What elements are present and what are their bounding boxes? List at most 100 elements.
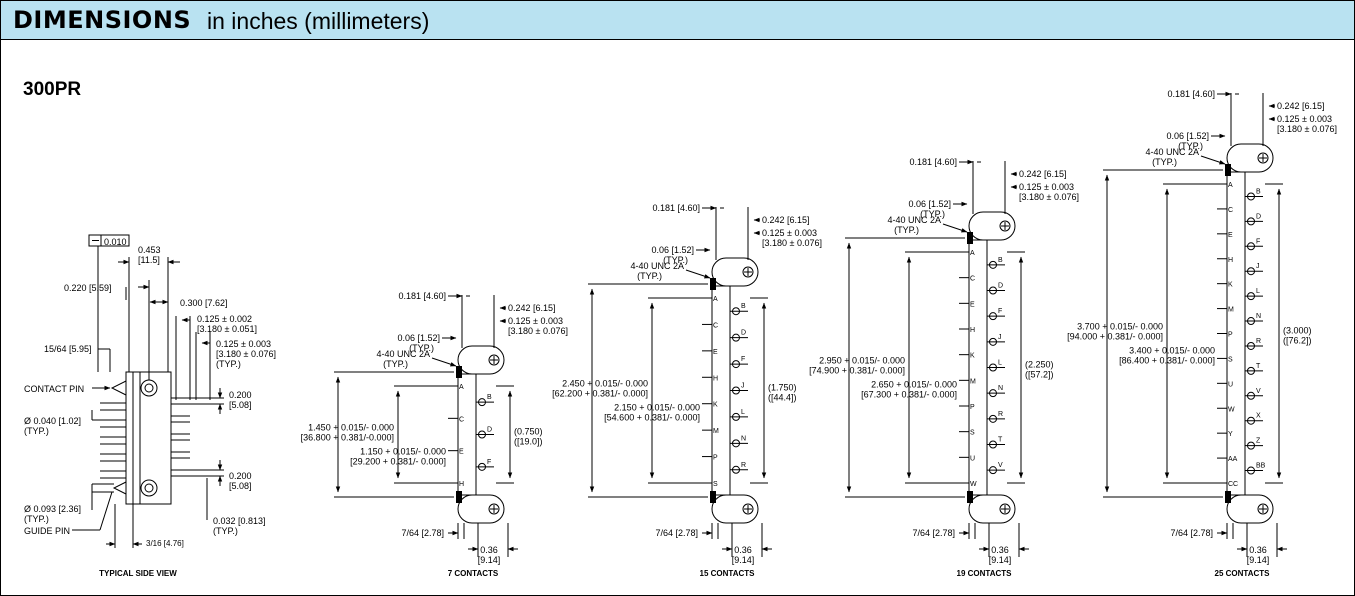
screw-hole-top — [1257, 152, 1269, 164]
dim-span-mm: ([19.0]) — [514, 437, 543, 447]
dim-0125-mm: [3.180 ± 0.076] — [1019, 192, 1079, 202]
contact-label: B — [1256, 188, 1261, 195]
dim-outer-mm: [62.200 + 0.381/- 0.000] — [552, 389, 648, 399]
dim-0242: 0.242 [6.15] — [1277, 101, 1325, 111]
dim-outer-in: 3.700 + 0.015/- 0.000 — [1077, 322, 1163, 332]
dim-span-in: (3.000) — [1283, 326, 1312, 336]
housing-body — [457, 373, 477, 496]
side-view-caption: TYPICAL SIDE VIEW — [99, 569, 177, 578]
contact-label: L — [1256, 288, 1260, 295]
dim-0300: 0.300 [7.62] — [180, 298, 228, 308]
guide-pin-label: GUIDE PIN — [24, 526, 70, 536]
dim-0125-mm: [3.180 ± 0.076] — [508, 326, 568, 336]
thread-leader — [942, 223, 968, 233]
guide-screw-top — [967, 232, 973, 244]
dim-006-typ: (TYP.) — [1178, 141, 1203, 151]
guide-screw-top — [456, 366, 462, 378]
contact-label: E — [713, 349, 718, 356]
dim-outer-mm: [94.000 + 0.381/- 0.000] — [1067, 332, 1163, 342]
contact-label: R — [1256, 338, 1261, 345]
dim-006: 0.06 [1.52] — [651, 245, 694, 255]
contact-label: CC — [1228, 481, 1238, 488]
dim-0125b: 0.125 ± 0.003 — [216, 339, 271, 349]
dim-764: 7/64 [2.78] — [912, 528, 955, 538]
screw-hole-top — [488, 354, 500, 366]
dim-inner-in: 2.150 + 0.015/- 0.000 — [614, 403, 700, 413]
dim-0040: Ø 0.040 [1.02] — [24, 416, 81, 426]
contact-label: M — [970, 378, 976, 385]
contact-label: D — [487, 427, 492, 434]
view-caption: 19 CONTACTS — [957, 569, 1013, 578]
dim-span-in: (1.750) — [768, 383, 797, 393]
connector-views: A C E H B D F 0.181 [4.60] 0.242 [6.15] 0.125 ± 0… — [301, 89, 1337, 578]
contact-label: W — [970, 481, 977, 488]
screw-hole-top — [742, 266, 754, 278]
contact-label: V — [998, 462, 1003, 469]
contact-label: U — [970, 455, 975, 462]
contact-label: L — [998, 360, 1002, 367]
screw-hole-bottom — [999, 503, 1011, 515]
dim-0181: 0.181 [4.60] — [1167, 89, 1215, 99]
contact-label: N — [998, 385, 1003, 392]
contact-label: B — [741, 303, 746, 310]
dim-0453-mm: [11.5] — [138, 255, 160, 265]
contact-label: S — [970, 430, 975, 437]
dim-036: 0.36 — [480, 545, 498, 555]
dim-006: 0.06 [1.52] — [908, 199, 951, 209]
view-caption: 15 CONTACTS — [700, 569, 756, 578]
thread-typ: (TYP.) — [637, 271, 662, 281]
contact-label: K — [1228, 282, 1233, 289]
contact-label: K — [713, 402, 718, 409]
dim-0125: 0.125 ± 0.003 — [762, 228, 817, 238]
contact-label: J — [998, 334, 1002, 341]
dim-764: 7/64 [2.78] — [401, 528, 444, 538]
contact-label: C — [459, 416, 464, 423]
contact-label: A — [970, 250, 975, 257]
dim-006: 0.06 [1.52] — [1166, 131, 1209, 141]
dim-006: 0.06 [1.52] — [397, 333, 440, 343]
mounting-ear-bottom — [711, 494, 759, 524]
dim-outer-in: 1.450 + 0.015/- 0.000 — [308, 423, 394, 433]
dim-764: 7/64 [2.78] — [655, 528, 698, 538]
dim-0220: 0.220 [5.59] — [64, 283, 112, 293]
contact-label: F — [998, 308, 1002, 315]
thread-label: 4-40 UNC 2A — [630, 261, 684, 271]
dim-outer-in: 2.450 + 0.015/- 0.000 — [562, 379, 648, 389]
contact-label: H — [970, 327, 975, 334]
dim-764: 7/64 [2.78] — [1170, 528, 1213, 538]
dim-0181: 0.181 [4.60] — [398, 291, 446, 301]
dim-span-in: (0.750) — [514, 427, 543, 437]
contact-label: E — [970, 301, 975, 308]
dim-036: 0.36 — [734, 545, 752, 555]
dim-0125b-mm: [3.180 ± 0.076] — [216, 349, 276, 359]
dim-0032-typ: (TYP.) — [213, 526, 238, 536]
guide-screw-bottom — [456, 491, 462, 503]
dim-span-in: (2.250) — [1025, 360, 1054, 370]
dim-outer-mm: [74.900 + 0.381/- 0.000] — [809, 366, 905, 376]
mounting-ear-top — [968, 211, 1016, 241]
side-view — [72, 234, 224, 548]
dim-0125-mm: [3.180 ± 0.076] — [1277, 124, 1337, 134]
dim-0181: 0.181 [4.60] — [652, 203, 700, 213]
dim-0093: Ø 0.093 [2.36] — [24, 504, 81, 514]
dim-outer-mm: [36.800 + 0.381/-0.000] — [301, 433, 394, 443]
dim-0200b-mm: [5.08] — [229, 481, 252, 491]
contact-label: A — [713, 296, 718, 303]
mounting-ear-top — [711, 257, 759, 287]
dim-0181: 0.181 [4.60] — [909, 157, 957, 167]
dim-036-mm: [9.14] — [1247, 555, 1270, 565]
contact-label: N — [741, 435, 746, 442]
header-units: in inches (millimeters) — [207, 8, 430, 34]
contact-label: V — [1256, 388, 1261, 395]
contact-label: C — [970, 276, 975, 283]
contact-label: M — [1228, 307, 1234, 314]
contact-label: J — [741, 383, 745, 390]
contact-label: Z — [1256, 438, 1261, 445]
screw-hole-top — [999, 220, 1011, 232]
contact-label: A — [459, 384, 464, 391]
dim-006-typ: (TYP.) — [409, 343, 434, 353]
dim-0200a: 0.200 — [229, 390, 252, 400]
dim-inner-mm: [67.300 + 0.381/- 0.000] — [861, 390, 957, 400]
contact-label: H — [1228, 257, 1233, 264]
